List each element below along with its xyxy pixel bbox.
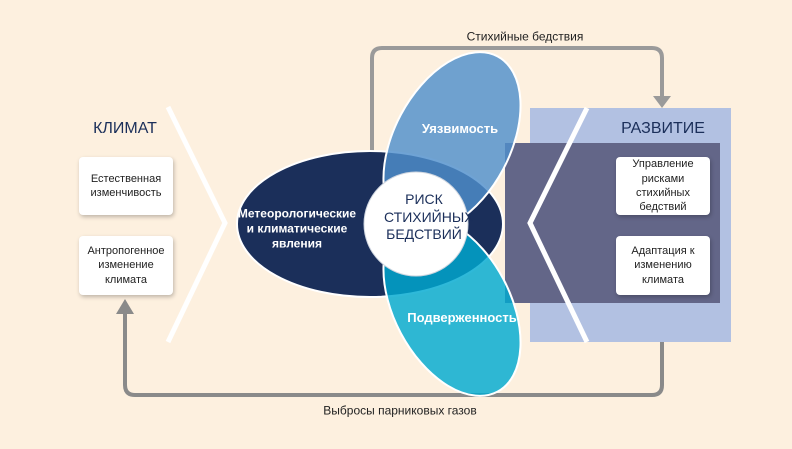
- bottom-arrow: [123, 312, 664, 397]
- development-box-drm: Управление рисками стихийных бедствий: [616, 157, 710, 215]
- bottom-arrowhead-icon: [116, 299, 134, 314]
- box-label: Адаптация к изменению климата: [631, 245, 695, 286]
- top-arrowhead-icon: [653, 96, 671, 108]
- box-label: Управление рисками стихийных бедствий: [632, 158, 694, 214]
- climate-box-natural: Естественная изменчивость: [79, 157, 173, 215]
- climate-title: КЛИМАТ: [93, 120, 157, 137]
- climate-box-anthropogenic: Антропогенное изменение климата: [79, 236, 173, 295]
- development-title: РАЗВИТИЕ: [621, 120, 705, 137]
- box-label: Антропогенное изменение климата: [87, 245, 165, 286]
- bottom-arrow-label: Выбросы парниковых газов: [323, 403, 477, 418]
- vulnerability-label: Уязвимость: [421, 120, 499, 136]
- risk-circle: [363, 171, 469, 277]
- development-chevron: [527, 106, 590, 344]
- climate-chevron: [165, 105, 228, 344]
- exposure-label: Подверженность: [407, 309, 517, 325]
- development-box-adaptation: Адаптация к изменению климата: [616, 236, 710, 295]
- risk-label: РИСК СТИХИЙНЫХ БЕДСТВИЙ: [384, 190, 474, 242]
- top-arrow-label: Стихийные бедствия: [466, 29, 584, 44]
- box-label: Естественная изменчивость: [90, 172, 162, 199]
- hazard-label: Метеорологические и климатические явлени…: [237, 206, 357, 251]
